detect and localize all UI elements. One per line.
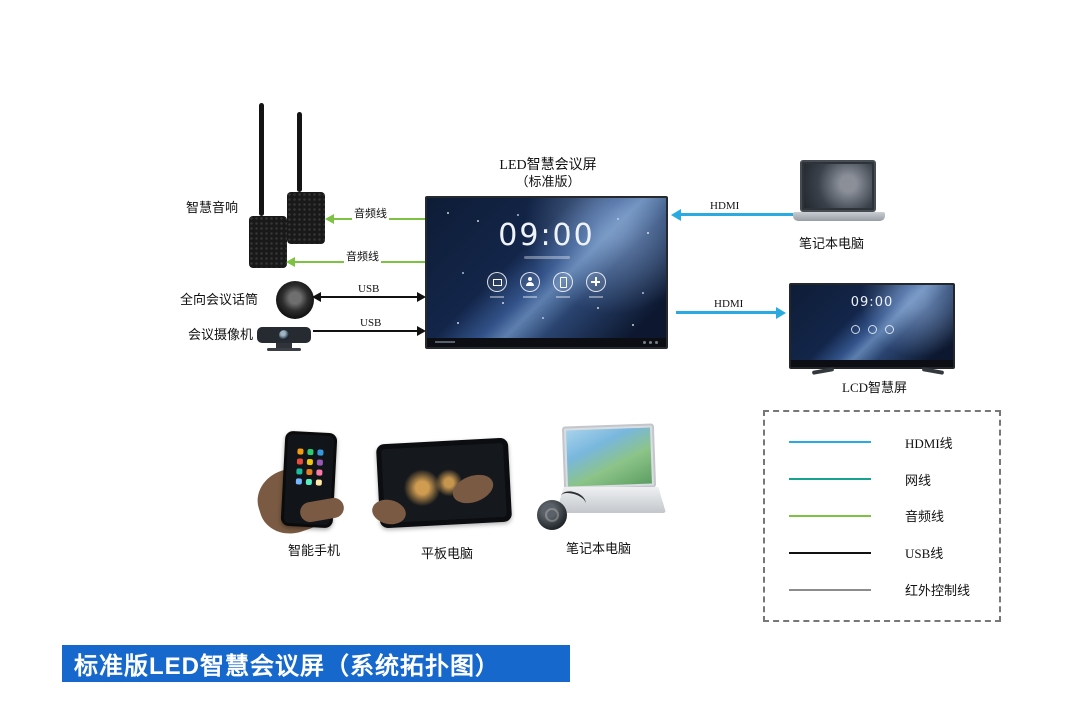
laptop-bottom-base: [556, 487, 666, 513]
hdmi-cable-lcd-label: HDMI: [712, 298, 746, 310]
led-screen-bottom-bezel: [427, 338, 666, 347]
conference-camera: [257, 327, 311, 343]
legend-label-lan: 网线: [905, 472, 932, 488]
lcd-screen-clock: 09:00: [850, 295, 894, 310]
laptop-top-screen: [800, 160, 876, 212]
led-screen-wallpaper: 09:00: [427, 198, 666, 347]
hdmi-cable-laptop-arrowhead: [671, 209, 681, 221]
legend-item-lan: 网线: [789, 470, 999, 489]
usb-cable-camera-arrowhead: [417, 326, 426, 336]
laptop-bottom-screen-image: [566, 427, 652, 487]
hdmi-cable-lcd-line: [676, 311, 776, 314]
led-screen-title: LED智慧会议屏 （标准版）: [468, 157, 628, 190]
usb-cable-mic-arrowhead-left: [312, 292, 321, 302]
legend-line-hdmi: [789, 441, 871, 444]
usb-cable-mic-arrowhead-right: [417, 292, 426, 302]
footer-banner: 标准版LED智慧会议屏（系统拓扑图）: [62, 645, 570, 682]
smartphone-label: 智能手机: [288, 543, 341, 558]
camera-lens-icon: [279, 330, 289, 340]
legend-box: HDMI线 网线 音频线 USB线 红外控制线: [763, 410, 1001, 622]
conference-camera-stand: [276, 343, 292, 348]
laptop-top-screen-image: [804, 164, 872, 208]
smart-speakers-label: 智慧音响: [186, 200, 239, 215]
led-screen-title-line2: （标准版）: [515, 174, 581, 189]
audio-cable-top-label: 音频线: [352, 205, 389, 221]
laptop-bottom-label: 笔记本电脑: [566, 541, 632, 556]
lcd-icon-2: [867, 325, 877, 334]
usb-cable-camera-line: [313, 330, 417, 332]
lcd-screen-label: LCD智慧屏: [842, 380, 908, 395]
laptop-top-base: [793, 212, 885, 221]
audio-cable-top-arrowhead: [325, 214, 334, 224]
app-grid-icons: [297, 448, 304, 455]
usb-cable-mic-label: USB: [356, 283, 382, 295]
led-screen-subtext: [523, 256, 570, 259]
laptop-top-label: 笔记本电脑: [799, 236, 865, 251]
legend-item-audio: 音频线: [789, 506, 999, 525]
stars-decoration: [447, 212, 449, 214]
legend-label-usb: USB线: [905, 546, 944, 562]
legend-label-hdmi: HDMI线: [905, 435, 953, 451]
led-screen-title-line1: LED智慧会议屏: [499, 158, 597, 173]
legend-item-hdmi: HDMI线: [789, 433, 999, 452]
led-screen-bezel-icons: [655, 341, 658, 344]
speaker-box-left: [249, 216, 287, 268]
user-icon: [520, 272, 540, 298]
tablet-label: 平板电脑: [421, 546, 474, 561]
conference-camera-foot: [267, 348, 301, 351]
laptop-bottom-screen: [561, 423, 657, 491]
legend-line-lan: [789, 478, 871, 481]
speaker-column-left: [259, 103, 264, 216]
conference-microphone: [276, 281, 314, 319]
led-screen-clock: 09:00: [498, 218, 595, 253]
legend-line-ir: [789, 588, 871, 591]
legend-item-usb: USB线: [789, 543, 999, 562]
usb-cable-camera-label: USB: [358, 317, 384, 329]
lcd-icon-1: [850, 325, 860, 334]
plus-icon: [586, 272, 606, 298]
legend-item-ir: 红外控制线: [789, 580, 999, 599]
lcd-screen-icon-row: [791, 325, 953, 334]
phone-icon: [553, 272, 573, 298]
lcd-smart-screen: 09:00: [789, 283, 955, 369]
legend-label-audio: 音频线: [905, 509, 945, 525]
led-screen-brand-mark: [435, 341, 455, 343]
legend-line-usb: [789, 551, 871, 554]
speaker-box-right: [287, 192, 325, 244]
lcd-screen-wallpaper: 09:00: [791, 285, 953, 367]
led-screen-icon-row: [427, 272, 666, 298]
lcd-screen-bottom-bezel: [791, 360, 953, 367]
lcd-icon-3: [884, 325, 894, 334]
conference-camera-label: 会议摄像机: [188, 327, 254, 342]
led-smart-screen: 09:00: [425, 196, 668, 349]
wireless-cast-icon: [487, 272, 507, 298]
hdmi-cable-laptop-label: HDMI: [708, 200, 742, 212]
audio-cable-bottom-arrowhead: [286, 257, 295, 267]
conference-microphone-label: 全向会议话筒: [180, 292, 259, 307]
footer-title: 标准版LED智慧会议屏（系统拓扑图）: [74, 653, 500, 680]
speaker-column-right: [297, 112, 302, 192]
dongle-button-icon: [545, 508, 559, 522]
wireless-dongle: [537, 500, 567, 530]
hdmi-cable-laptop-line: [681, 213, 793, 216]
usb-cable-mic-line: [321, 296, 417, 298]
legend-label-ir: 红外控制线: [905, 583, 971, 599]
hdmi-cable-lcd-arrowhead: [776, 307, 786, 319]
audio-cable-bottom-label: 音频线: [344, 248, 381, 264]
legend-line-audio: [789, 514, 871, 517]
